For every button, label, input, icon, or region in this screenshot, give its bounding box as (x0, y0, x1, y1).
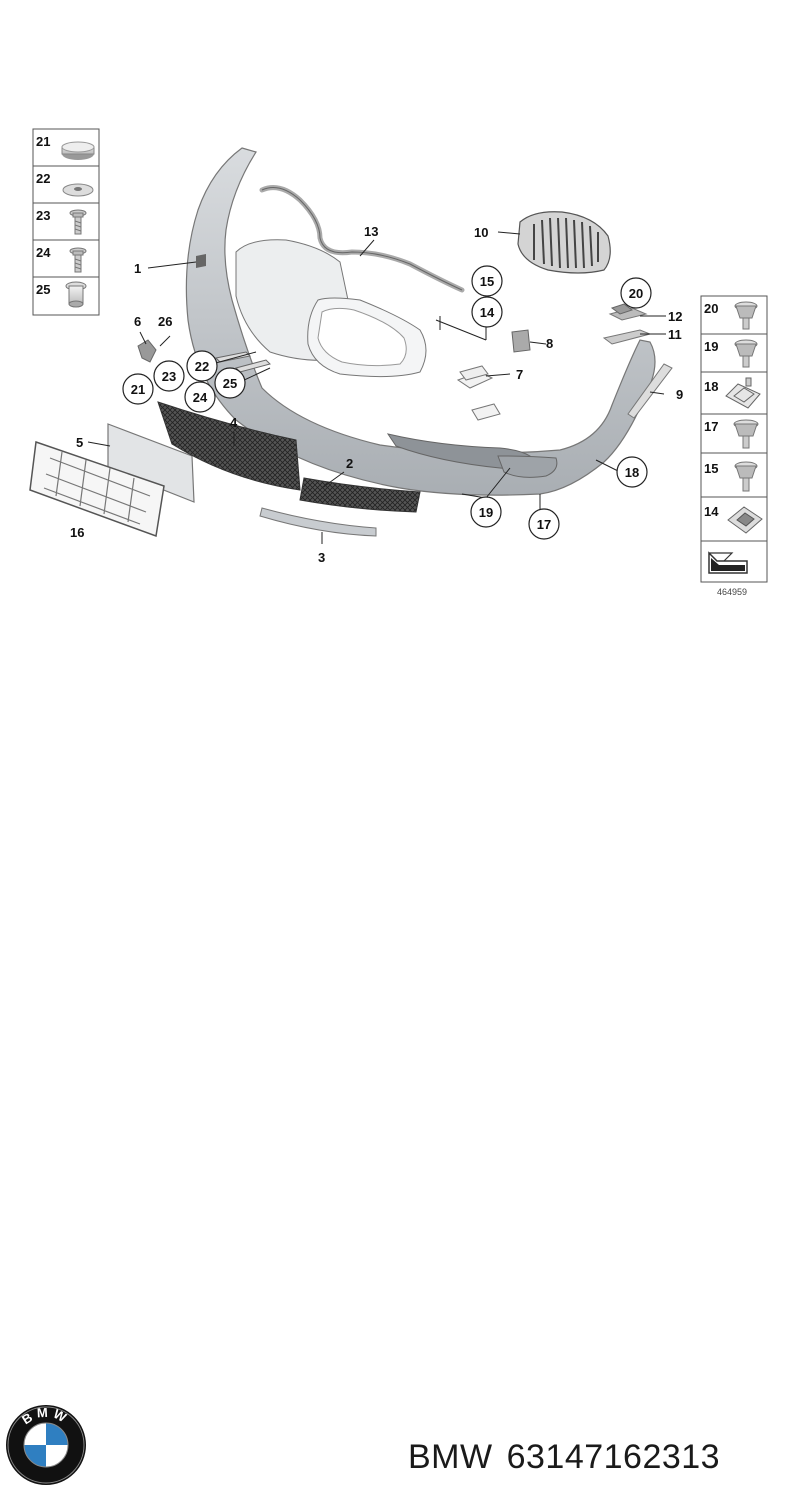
circled-callout-19: 19 (470, 496, 502, 528)
clip-part-icon (734, 301, 758, 330)
legend-label-15: 15 (704, 461, 718, 476)
legend-label-14: 14 (704, 504, 719, 519)
callout-19: 19 (479, 505, 493, 520)
lower-grille-part (157, 401, 301, 491)
callout-17: 17 (537, 517, 551, 532)
direction-arrow-icon (708, 551, 748, 574)
callout-14: 14 (480, 305, 495, 320)
callout-12: 12 (668, 309, 682, 324)
left-fastener-legend: 21 22 23 24 25 (32, 128, 100, 316)
right-fastener-legend: 20 19 18 17 15 14 (700, 295, 768, 597)
circled-callout-17: 17 (528, 508, 560, 540)
legend-label-21: 21 (36, 134, 50, 149)
clip-part-icon (734, 339, 758, 368)
callout-2: 2 (346, 456, 353, 471)
trim-strip-outline (261, 187, 463, 291)
callout-23: 23 (162, 369, 176, 384)
legend-label-17: 17 (704, 419, 718, 434)
license-plate-carrier-part (29, 440, 165, 538)
callout-15: 15 (480, 274, 494, 289)
footer: BMW BMW 63147162313 (0, 700, 800, 1485)
circled-callout-20: 20 (620, 277, 652, 309)
grommet-part-icon (727, 506, 763, 534)
front-bumper-part (185, 147, 656, 496)
screw-part-icon (69, 247, 87, 273)
parts-diagram: 21 22 23 24 25 (29, 128, 768, 597)
callout-21: 21 (131, 382, 145, 397)
callout-4: 4 (230, 415, 238, 430)
circled-callout-21: 21 (122, 373, 154, 405)
circled-callout-24: 24 (184, 381, 216, 413)
callout-13: 13 (364, 224, 378, 239)
callout-22: 22 (195, 359, 209, 374)
washer-part-icon (62, 183, 94, 197)
legend-label-18: 18 (704, 379, 718, 394)
cover-part (137, 339, 157, 363)
circled-callout-18: 18 (616, 456, 648, 488)
legend-label-19: 19 (704, 339, 718, 354)
callout-8: 8 (546, 336, 553, 351)
bmw-logo-icon: BMW (6, 1405, 86, 1485)
part-title: BMW 63147162313 (408, 1438, 734, 1477)
callout-24: 24 (193, 390, 208, 405)
clip-part-icon (733, 419, 759, 449)
callout-16: 16 (70, 525, 84, 540)
clip-part (511, 329, 531, 353)
side-grille-part (299, 477, 421, 513)
license-plate-holder-part (107, 423, 195, 503)
side-trim-part (627, 363, 673, 419)
lower-trim-part (259, 507, 377, 537)
diagram-number: 464959 (717, 587, 747, 597)
part-number: 63147162313 (506, 1438, 721, 1476)
callout-11: 11 (668, 327, 682, 342)
legend-label-20: 20 (704, 301, 718, 316)
brand-name: BMW (408, 1438, 493, 1476)
legend-label-22: 22 (36, 171, 50, 186)
circled-callout-14: 14 (471, 296, 503, 328)
circled-callout-15: 15 (471, 265, 503, 297)
kidney-grille-part (517, 211, 611, 274)
callout-6: 6 (134, 314, 141, 329)
callout-3: 3 (318, 550, 325, 565)
legend-label-23: 23 (36, 208, 50, 223)
sleeve-part-icon (65, 281, 87, 308)
callout-20: 20 (629, 286, 643, 301)
callout-18: 18 (625, 465, 639, 480)
callout-5: 5 (76, 435, 83, 450)
bracket-part (610, 303, 634, 315)
circled-callout-25: 25 (214, 367, 246, 399)
legend-label-25: 25 (36, 282, 50, 297)
callout-9: 9 (676, 387, 683, 402)
screw-part-icon (69, 209, 87, 235)
clip-part-icon (734, 461, 758, 492)
circled-callout-23: 23 (153, 360, 185, 392)
washer-cover-part (459, 365, 489, 381)
legend-label-24: 24 (36, 245, 51, 260)
callout-10: 10 (474, 225, 488, 240)
callout-25: 25 (223, 376, 237, 391)
circled-callout-22: 22 (186, 350, 218, 382)
callout-7: 7 (516, 367, 523, 382)
spring-clip-part-icon (725, 377, 761, 409)
callout-26: 26 (158, 314, 172, 329)
callout-1: 1 (134, 261, 141, 276)
cap-part-icon (61, 141, 95, 160)
